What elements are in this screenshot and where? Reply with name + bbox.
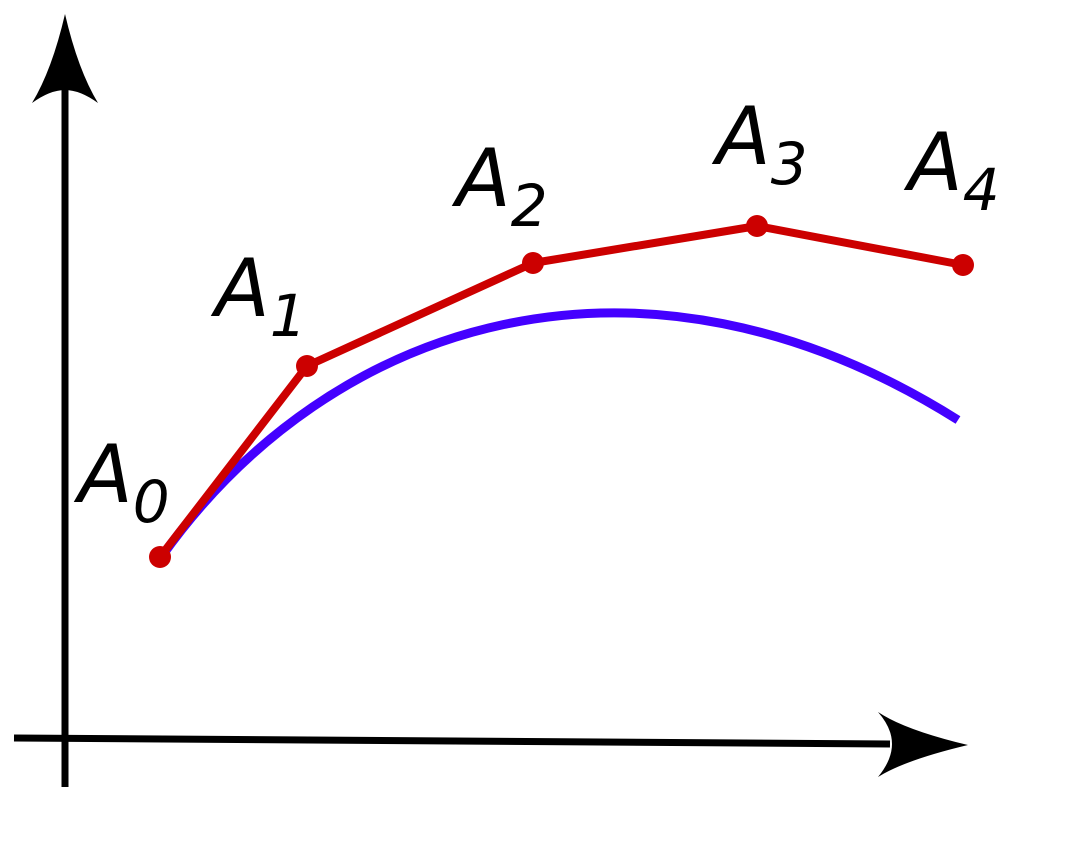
point-a2-label: A2 xyxy=(451,132,548,240)
point-a1-label: A1 xyxy=(210,242,307,350)
point-a2-marker xyxy=(522,252,544,274)
point-a1-index: 1 xyxy=(270,282,307,350)
point-a4-label: A4 xyxy=(903,116,1000,224)
point-a3-letter: A xyxy=(711,90,771,183)
point-a2-index: 2 xyxy=(511,172,548,240)
x-axis-arrowhead xyxy=(878,712,968,777)
point-a3-marker xyxy=(746,215,768,237)
point-a0-label: A0 xyxy=(73,428,170,536)
point-a3-label: A3 xyxy=(711,90,808,198)
point-a0-marker xyxy=(149,546,171,568)
point-a1-marker xyxy=(296,355,318,377)
point-labels: A0 A1 A2 A3 A4 xyxy=(73,90,1000,536)
point-a4-marker xyxy=(952,254,974,276)
point-a0-index: 0 xyxy=(133,468,170,536)
y-axis-arrowhead xyxy=(32,14,98,103)
x-axis-line xyxy=(13,734,891,748)
point-a1-letter: A xyxy=(210,242,270,335)
point-a0-letter: A xyxy=(73,428,133,521)
point-a2-letter: A xyxy=(451,132,511,225)
control-polyline xyxy=(156,222,964,560)
axes xyxy=(13,14,968,787)
point-a3-index: 3 xyxy=(771,130,808,198)
point-a4-letter: A xyxy=(903,116,963,209)
smooth-curve xyxy=(158,308,961,559)
point-a4-index: 4 xyxy=(963,156,1000,224)
control-points xyxy=(149,215,974,568)
